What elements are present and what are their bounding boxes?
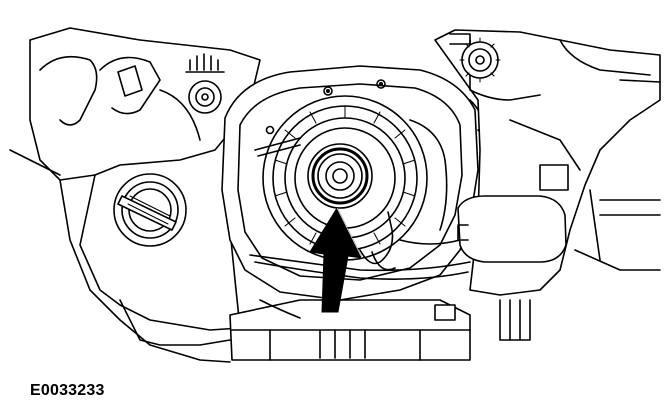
indicator-arrow: [309, 206, 363, 313]
left-gear: [185, 53, 225, 114]
lower-connector-block: [119, 299, 531, 361]
figure-reference-code: E0033233: [30, 382, 105, 399]
steering-shaft-hub: [307, 143, 373, 209]
left-knob: [113, 173, 187, 247]
right-connector: [457, 164, 569, 263]
right-gear: [449, 33, 501, 83]
